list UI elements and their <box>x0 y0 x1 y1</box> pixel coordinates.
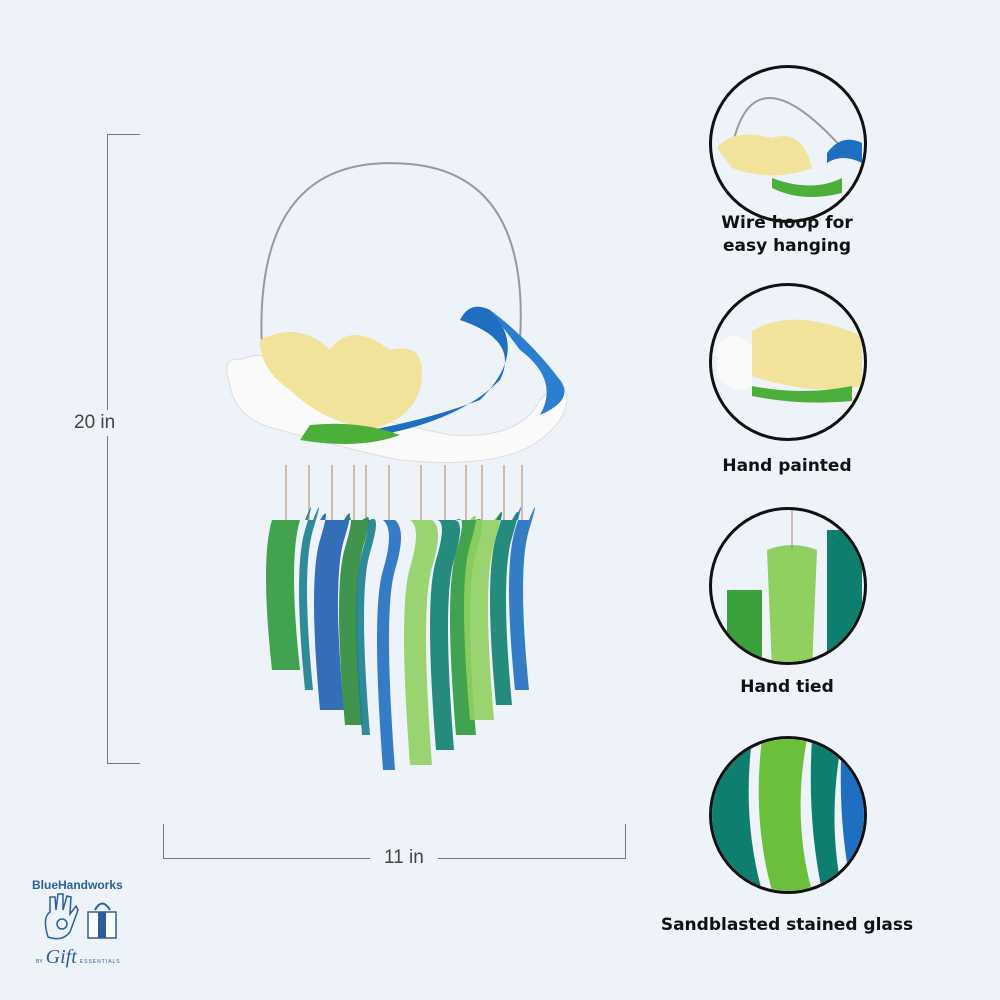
feature-image-hand-painted <box>709 283 867 441</box>
glass-strip <box>464 515 500 720</box>
glass-strip <box>314 513 350 710</box>
glass-strip <box>490 511 518 705</box>
feature-label-wire-hoop: Wire hoop for easy hanging <box>721 213 853 256</box>
feature-label-hand-tied: Hand tied <box>740 677 834 697</box>
logo-gift-text: Gift <box>45 946 77 968</box>
height-dimension-line <box>107 134 108 764</box>
glass-strip <box>404 520 438 765</box>
width-dimension-tick-right <box>625 824 626 859</box>
width-dimension-tick-left <box>163 824 164 859</box>
glass-strip <box>339 517 369 725</box>
width-label: 11 in <box>370 847 438 869</box>
hand-and-gift-icon <box>44 893 117 940</box>
glass-strip <box>377 520 401 770</box>
feature-image-hand-tied <box>709 507 867 665</box>
height-dimension-tick-bottom <box>107 763 140 764</box>
feature-label-hand-painted: Hand painted <box>722 456 852 476</box>
logo-essentials-text: ESSENTIALS <box>79 959 121 965</box>
brand-logo: BlueHandworks BY Gift ESSENTIALS <box>32 878 142 978</box>
glass-strip <box>299 507 319 690</box>
feature-image-wire-hoop <box>709 65 867 223</box>
glass-strip <box>266 500 306 670</box>
feature-label-stained-glass: Sandblasted stained glass <box>660 915 914 935</box>
height-label: 20 in <box>74 410 116 436</box>
logo-brand-text: BlueHandworks <box>32 878 123 892</box>
glass-strip <box>509 507 535 690</box>
mermaid-wind-chime-image <box>226 162 568 770</box>
height-dimension-tick-top <box>107 134 140 135</box>
glass-strip <box>356 518 376 735</box>
feature-image-stained-glass <box>709 736 867 894</box>
logo-by-text: BY <box>36 959 43 965</box>
glass-strip <box>430 520 460 750</box>
